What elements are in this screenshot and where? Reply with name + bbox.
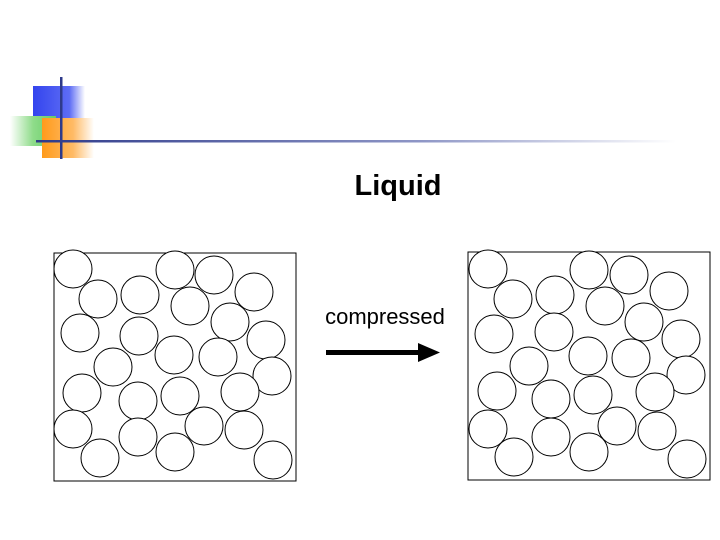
molecule (534, 312, 574, 352)
molecule (246, 320, 286, 360)
container-before (53, 249, 297, 482)
molecule (155, 250, 195, 290)
slide-title: Liquid (354, 170, 442, 202)
molecule (53, 409, 93, 449)
molecule (667, 439, 707, 479)
molecules-after (468, 249, 707, 479)
molecule (573, 375, 613, 415)
molecule (649, 271, 689, 311)
molecule (609, 255, 649, 295)
molecule (184, 406, 224, 446)
molecule (569, 432, 609, 472)
molecule (666, 355, 706, 395)
process-label: compressed (325, 304, 445, 329)
molecule (474, 314, 514, 354)
molecule (118, 417, 158, 457)
molecule (494, 437, 534, 477)
molecule (531, 379, 571, 419)
molecule (210, 302, 250, 342)
molecule (624, 302, 664, 342)
molecule (119, 316, 159, 356)
molecule (468, 409, 508, 449)
molecule (154, 335, 194, 375)
molecule (80, 438, 120, 478)
molecule (569, 250, 609, 290)
molecule (468, 249, 508, 289)
molecule (535, 275, 575, 315)
logo-vertical-line (60, 77, 63, 159)
molecules-before (53, 249, 293, 480)
logo-orange-square (42, 118, 94, 158)
molecule (78, 279, 118, 319)
arrow-head (418, 343, 440, 362)
molecule (60, 313, 100, 353)
header-rule (36, 140, 676, 143)
molecule (234, 272, 274, 312)
molecule (62, 373, 102, 413)
molecule (170, 286, 210, 326)
molecule (531, 417, 571, 457)
molecule (118, 381, 158, 421)
molecule (611, 338, 651, 378)
arrow-shaft (326, 350, 422, 355)
container-after (467, 249, 711, 481)
molecule (509, 346, 549, 386)
molecule (252, 356, 292, 396)
right-arrow-icon (326, 343, 440, 362)
molecule (224, 410, 264, 450)
molecule (155, 432, 195, 472)
molecule (661, 319, 701, 359)
molecule (120, 275, 160, 315)
molecule (568, 336, 608, 376)
molecule (637, 411, 677, 451)
molecule (585, 286, 625, 326)
molecule (93, 347, 133, 387)
molecule (493, 279, 533, 319)
molecule (194, 255, 234, 295)
molecule (477, 371, 517, 411)
molecule (220, 372, 260, 412)
molecule (253, 440, 293, 480)
logo-blue-square (33, 86, 85, 118)
molecule (597, 406, 637, 446)
molecule (198, 337, 238, 377)
slide-logo (10, 77, 676, 159)
molecule (53, 249, 93, 289)
molecule (635, 372, 675, 412)
molecule (160, 376, 200, 416)
